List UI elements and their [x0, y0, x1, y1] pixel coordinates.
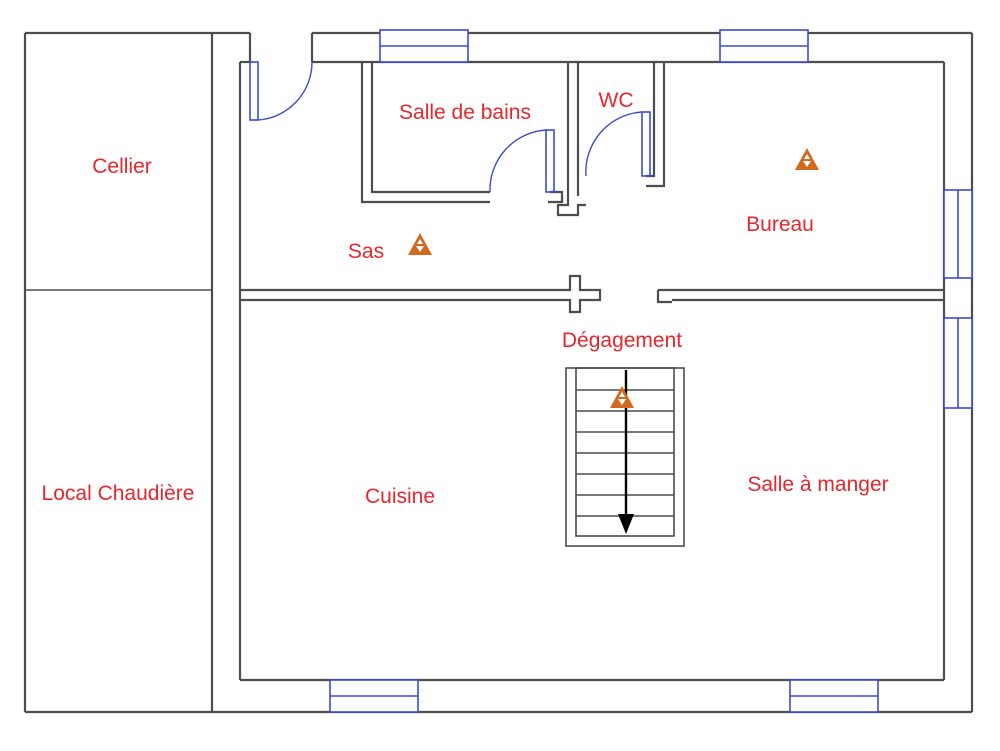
bathroom-walls	[360, 62, 666, 217]
window-right-bureau	[943, 189, 973, 279]
door-entrance	[249, 61, 313, 121]
room-label-cuisine: Cuisine	[365, 485, 435, 508]
window-bottom-kitchen	[329, 679, 419, 713]
hazard-symbols	[408, 148, 819, 408]
room-label-degagement: Dégagement	[562, 329, 682, 352]
annex-walls	[25, 33, 214, 712]
hazard-bureau-icon	[795, 148, 819, 170]
window-bottom-dining	[789, 679, 879, 713]
room-label-cellier: Cellier	[92, 155, 152, 178]
room-label-wc: WC	[599, 89, 634, 112]
room-label-salle-de-bains: Salle de bains	[399, 101, 531, 124]
window-top-bathroom	[379, 29, 469, 63]
hazard-stairs-icon	[610, 386, 634, 408]
doors	[249, 61, 651, 193]
inner-walls	[238, 33, 946, 682]
room-labels: Cellier Local Chaudière Salle de bains W…	[42, 89, 889, 508]
windows	[329, 29, 973, 713]
room-label-local-chaudiere: Local Chaudière	[42, 482, 195, 505]
hazard-sas-icon	[408, 233, 432, 255]
room-label-salle-a-manger: Salle à manger	[747, 473, 888, 496]
window-top-bureau	[719, 29, 809, 63]
room-label-bureau: Bureau	[746, 213, 814, 236]
window-right-dining	[943, 317, 973, 409]
door-wc	[585, 111, 651, 177]
outer-walls	[23, 31, 974, 714]
room-label-sas: Sas	[348, 240, 384, 263]
door-bathroom	[489, 129, 555, 193]
